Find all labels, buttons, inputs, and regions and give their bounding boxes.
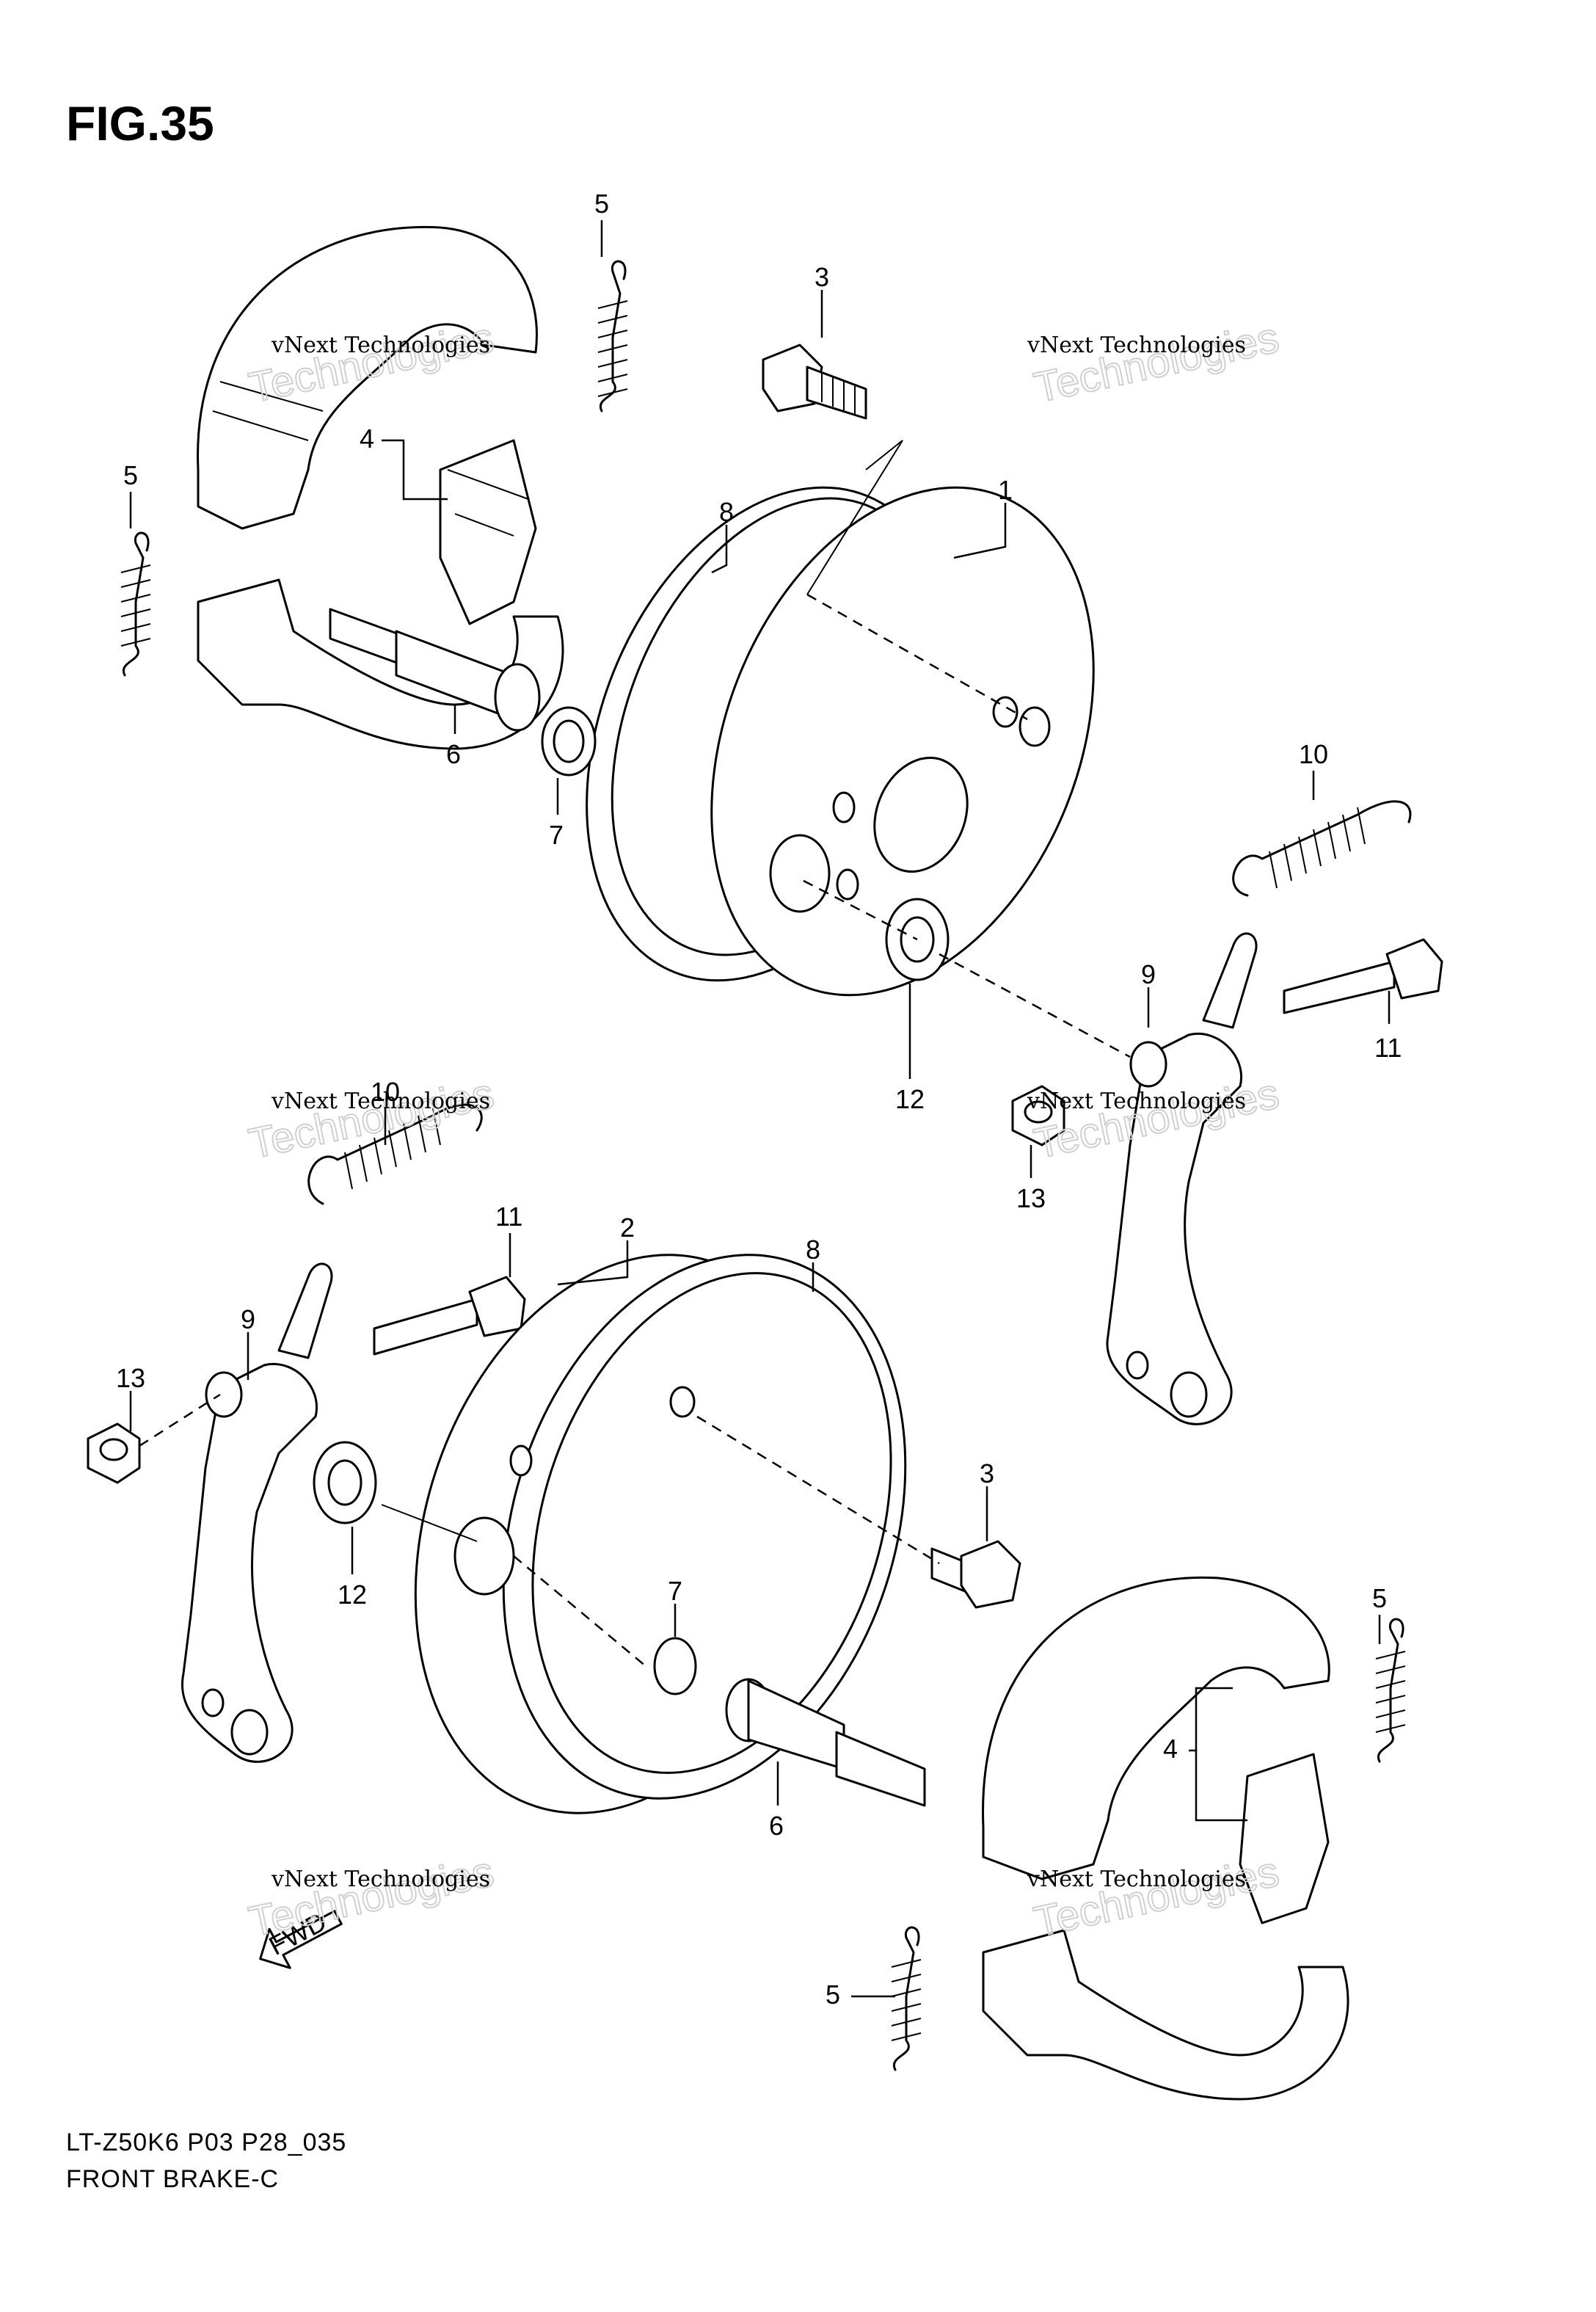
spring-lower-a	[1375, 1618, 1406, 1763]
callout-10-upper: 10	[1299, 739, 1328, 769]
bolt-upper-3	[762, 343, 867, 420]
callout-9-lower: 9	[241, 1304, 255, 1334]
callout-13-lower: 13	[116, 1363, 145, 1393]
callout-4-upper: 4	[360, 423, 374, 454]
callout-6-upper: 6	[446, 739, 461, 769]
spring-upper-a	[597, 260, 628, 412]
model-code: LT-Z50K6 P03 P28_035	[66, 2129, 347, 2156]
brake-shoe-upper-left	[197, 225, 564, 750]
callout-5-lower-b: 5	[826, 1980, 840, 2010]
cam-lever-upper-9	[1106, 932, 1258, 1425]
callout-8-upper: 8	[719, 497, 734, 527]
nut-lower-13	[87, 1422, 141, 1484]
callout-10-lower: 10	[371, 1077, 400, 1107]
nut-upper-13	[1011, 1085, 1065, 1146]
brake-drum-lower	[414, 1254, 907, 1814]
spring-lower-10	[307, 1103, 483, 1205]
callout-4-lower: 4	[1163, 1734, 1178, 1764]
callout-6-lower: 6	[769, 1811, 784, 1841]
callout-7-upper: 7	[549, 820, 564, 850]
washer-upper-7	[541, 706, 597, 777]
callout-9-upper: 9	[1141, 959, 1156, 989]
callout-12-lower: 12	[338, 1579, 367, 1610]
brake-shoe-lower-right	[982, 1576, 1349, 2101]
svg-text:vNext Technologies: vNext Technologies	[1027, 1866, 1246, 1892]
callout-12-upper: 12	[895, 1084, 925, 1114]
bolt-lower-3	[930, 1540, 1021, 1609]
cam-lever-lower-9	[181, 1262, 333, 1763]
figure-title: FIG.35	[66, 96, 214, 150]
callout-3-lower: 3	[980, 1458, 994, 1488]
washer-lower-12	[313, 1441, 377, 1524]
svg-text:vNext Technologies: vNext Technologies	[271, 332, 490, 358]
callout-5-upper-a: 5	[594, 189, 609, 219]
callout-7-lower: 7	[668, 1576, 682, 1606]
callout-13-upper: 13	[1016, 1183, 1046, 1213]
callout-2: 2	[620, 1213, 635, 1243]
spring-lower-b	[891, 1926, 922, 2071]
bolt-upper-11	[1283, 938, 1443, 1014]
spring-upper-10	[1232, 800, 1412, 897]
watermark-2: Technologies vNext Technologies	[1027, 313, 1283, 412]
svg-text:vNext Technologies: vNext Technologies	[271, 1866, 490, 1892]
callout-8-lower: 8	[806, 1235, 820, 1265]
watermark-5: Technologies vNext Technologies	[244, 1847, 499, 1946]
callout-leaders	[129, 220, 1391, 1998]
spring-upper-b	[120, 531, 151, 677]
brake-drum-upper	[586, 486, 1095, 997]
callout-5-upper-b: 5	[123, 460, 138, 490]
bolt-lower-11	[373, 1276, 526, 1356]
svg-text:Technologies: Technologies	[1030, 313, 1283, 412]
callout-5-lower-a: 5	[1372, 1583, 1387, 1613]
callout-11-upper: 11	[1374, 1033, 1402, 1063]
callout-1: 1	[998, 475, 1013, 505]
svg-text:vNext Technologies: vNext Technologies	[1027, 332, 1246, 358]
callout-3-upper: 3	[815, 262, 829, 292]
camshaft-lower-6	[725, 1678, 926, 1807]
figure-name: FRONT BRAKE-C	[66, 2165, 280, 2193]
svg-text:vNext Technologies: vNext Technologies	[271, 1088, 490, 1114]
svg-text:vNext Technologies: vNext Technologies	[1027, 1088, 1246, 1114]
callout-11-lower: 11	[495, 1202, 522, 1232]
svg-text:Technologies: Technologies	[245, 1847, 498, 1946]
